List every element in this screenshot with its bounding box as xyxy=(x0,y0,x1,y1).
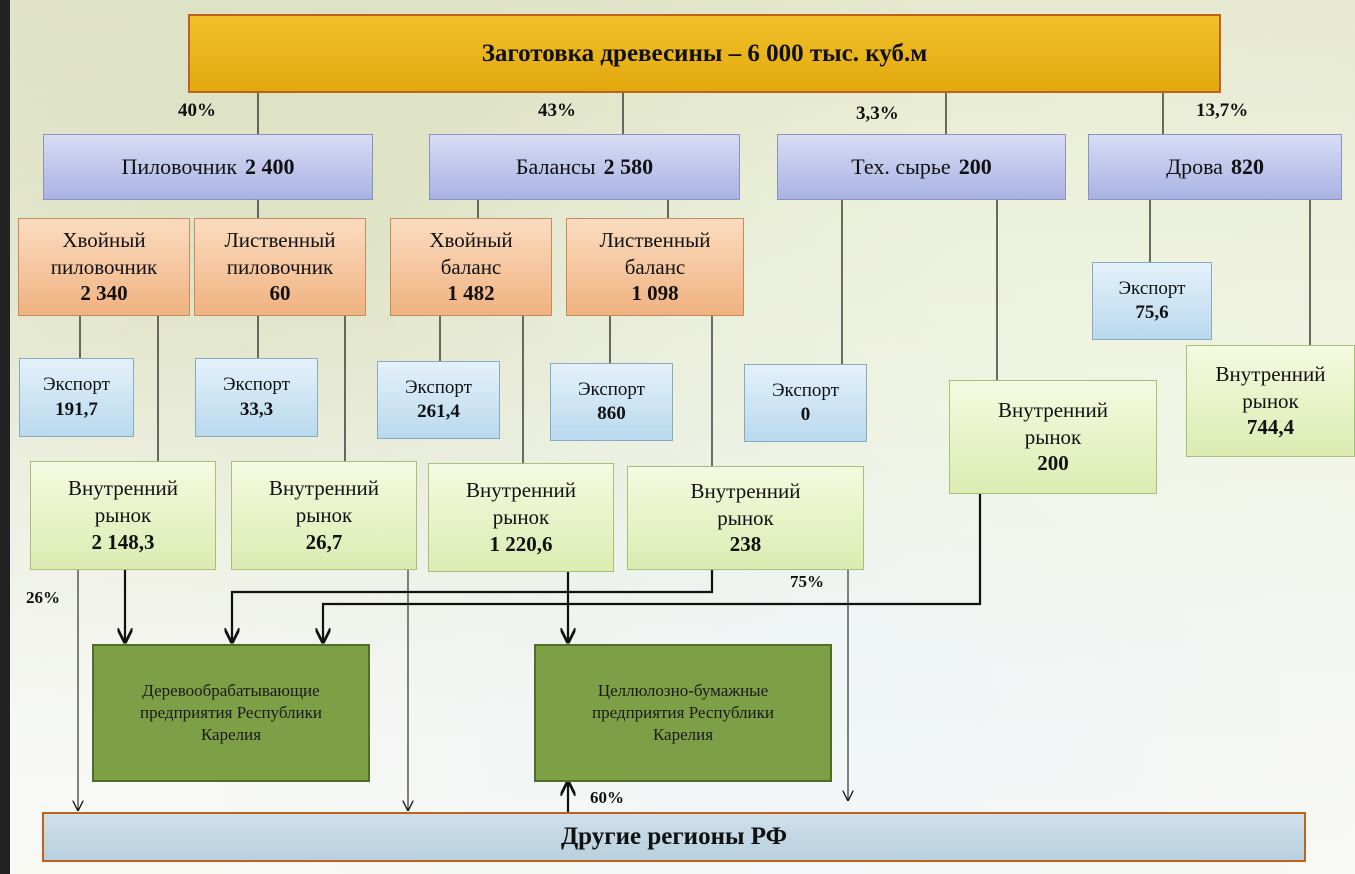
percent-firewood: 13,7% xyxy=(1196,100,1249,121)
market-label: Внутренний рынок xyxy=(68,476,178,528)
export-value: 0 xyxy=(800,404,811,425)
sub-deciduous-sawlogs-label: Лиственный пиловочник xyxy=(224,227,336,279)
market-label: Внутренний рынок xyxy=(690,478,801,530)
market-value: 238 xyxy=(729,532,762,557)
export-firewood: Экспорт 75,6 xyxy=(1092,262,1212,340)
category-firewood: Дрова 820 xyxy=(1088,134,1342,200)
export-label: Экспорт xyxy=(1118,277,1186,299)
market-label: Внутренний рынок xyxy=(1215,361,1326,413)
export-value: 261,4 xyxy=(417,401,460,422)
market-value: 1 220,6 xyxy=(489,531,553,556)
export-value: 860 xyxy=(597,403,626,424)
category-tech-raw: Тех. сырье 200 xyxy=(777,134,1066,200)
export-label: Экспорт xyxy=(772,379,839,401)
pulp-paper-enterprises: Целлюлозно-бумажные предприятия Республи… xyxy=(534,644,832,782)
sub-conifer-sawlogs-label: Хвойный пиловочник xyxy=(50,227,158,279)
export-label: Экспорт xyxy=(578,378,645,400)
export-value: 75,6 xyxy=(1135,302,1169,323)
sub-conifer-pulpwood-label: Хвойный баланс xyxy=(429,227,513,279)
market-value: 200 xyxy=(1037,451,1069,476)
market-label: Внутренний рынок xyxy=(466,478,576,530)
market-value: 26,7 xyxy=(305,529,343,554)
export-value: 191,7 xyxy=(55,398,98,420)
percent-60: 60% xyxy=(590,788,624,807)
export-conifer-pulpwood: Экспорт 261,4 xyxy=(377,361,500,439)
category-sawlogs-value: 2 400 xyxy=(245,154,295,179)
export-label: Экспорт xyxy=(223,374,290,396)
market-label: Внутренний рынок xyxy=(998,397,1108,449)
category-tech-raw-label: Тех. сырье xyxy=(851,154,951,179)
category-tech-raw-value: 200 xyxy=(958,154,992,179)
export-label: Экспорт xyxy=(43,374,110,396)
category-firewood-value: 820 xyxy=(1230,154,1264,179)
export-value: 33,3 xyxy=(239,398,274,420)
market-value: 744,4 xyxy=(1246,415,1295,440)
percent-pulpwood: 43% xyxy=(538,100,576,121)
export-tech-raw: Экспорт 0 xyxy=(744,364,867,442)
harvest-total-label: Заготовка древесины – 6 000 тыс. куб.м xyxy=(481,39,928,67)
wood-processing-enterprises: Деревообрабатывающие предприятия Республ… xyxy=(92,644,370,782)
percent-sawlogs: 40% xyxy=(178,100,216,121)
other-regions-label: Другие регионы РФ xyxy=(560,823,788,850)
market-label: Внутренний рынок xyxy=(269,476,379,528)
category-pulpwood: Балансы 2 580 xyxy=(429,134,740,200)
percent-tech-raw: 3,3% xyxy=(856,103,899,124)
export-label: Экспорт xyxy=(405,376,472,398)
category-firewood-label: Дрова xyxy=(1166,154,1223,179)
sub-conifer-sawlogs-value: 2 340 xyxy=(80,281,128,306)
sub-deciduous-pulpwood-value: 1 098 xyxy=(631,281,679,306)
sub-deciduous-sawlogs-value: 60 xyxy=(269,281,291,306)
percent-75: 75% xyxy=(790,572,824,591)
category-sawlogs: Пиловочник 2 400 xyxy=(43,134,373,200)
percent-26: 26% xyxy=(26,588,60,607)
sub-conifer-pulpwood-value: 1 482 xyxy=(447,281,495,306)
export-deciduous-pulpwood: Экспорт 860 xyxy=(550,363,673,441)
sub-deciduous-pulpwood-label: Лиственный баланс xyxy=(599,227,711,279)
category-sawlogs-label: Пиловочник xyxy=(121,154,238,179)
category-pulpwood-value: 2 580 xyxy=(603,154,654,179)
wood-processing-label: Деревообрабатывающие предприятия Республ… xyxy=(140,681,322,744)
category-pulpwood-label: Балансы xyxy=(515,154,596,179)
other-regions-box: Другие регионы РФ xyxy=(42,812,1306,862)
pulp-paper-label: Целлюлозно-бумажные предприятия Республи… xyxy=(592,681,774,744)
market-value: 2 148,3 xyxy=(91,529,155,554)
harvest-total-box: Заготовка древесины – 6 000 тыс. куб.м xyxy=(188,14,1221,93)
